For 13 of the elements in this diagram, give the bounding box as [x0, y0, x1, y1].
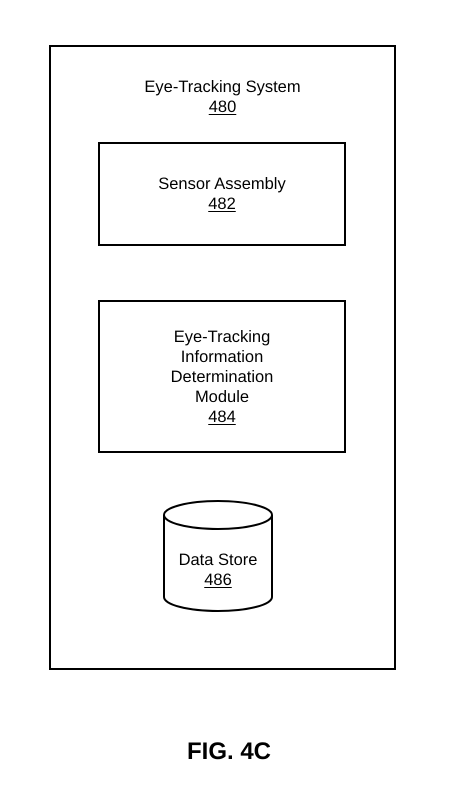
reference-numeral: 480 [208, 97, 236, 117]
reference-numeral: 482 [208, 194, 236, 214]
component-label: Data Store [178, 550, 258, 570]
reference-numeral: 484 [208, 406, 236, 426]
figure-caption: FIG. 4C [186, 737, 271, 767]
component-box [98, 300, 346, 453]
system-box [49, 45, 396, 670]
reference-numeral: 486 [204, 570, 232, 590]
component-label: Sensor Assembly [158, 174, 286, 194]
database-cylinder [163, 500, 273, 612]
component-label: Eye-Tracking System [144, 77, 301, 97]
component-label: Eye-Tracking Information Determination Module [170, 326, 274, 406]
component-box [98, 142, 346, 246]
